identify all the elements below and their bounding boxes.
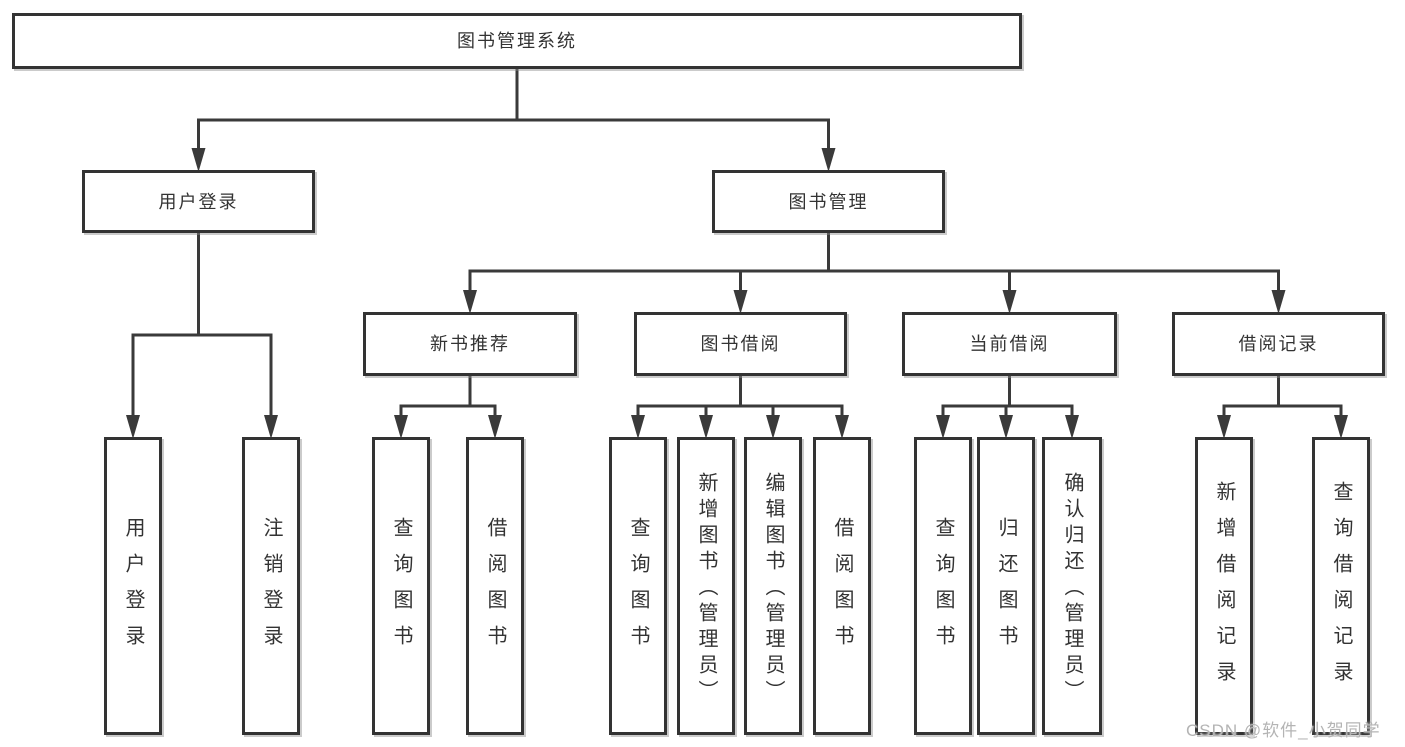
node-edit-books-admin: 编辑图书（管理员） <box>744 437 802 735</box>
node-query-borrow-record: 查询借阅记录 <box>1312 437 1370 735</box>
node-return-books: 归还图书 <box>977 437 1035 735</box>
watermark: CSDN @软件_小贺同学 <box>1186 721 1381 740</box>
node-book-management: 图书管理 <box>712 170 945 233</box>
node-logout: 注销登录 <box>242 437 300 735</box>
node-current-borrowing: 当前借阅 <box>902 312 1117 376</box>
node-current-query-books: 查询图书 <box>914 437 972 735</box>
node-add-borrow-record: 新增借阅记录 <box>1195 437 1253 735</box>
node-borrow-query-books: 查询图书 <box>609 437 667 735</box>
node-add-books-admin: 新增图书（管理员） <box>677 437 735 735</box>
node-user-login-leaf: 用户登录 <box>104 437 162 735</box>
node-confirm-return-admin: 确认归还（管理员） <box>1042 437 1102 735</box>
node-rec-borrow-books: 借阅图书 <box>466 437 524 735</box>
node-new-book-recommend: 新书推荐 <box>363 312 577 376</box>
node-user-login: 用户登录 <box>82 170 315 233</box>
node-book-borrowing: 图书借阅 <box>634 312 847 376</box>
node-borrow-borrow-books: 借阅图书 <box>813 437 871 735</box>
node-borrow-records: 借阅记录 <box>1172 312 1385 376</box>
node-rec-query-books: 查询图书 <box>372 437 430 735</box>
node-library-system: 图书管理系统 <box>12 13 1022 69</box>
